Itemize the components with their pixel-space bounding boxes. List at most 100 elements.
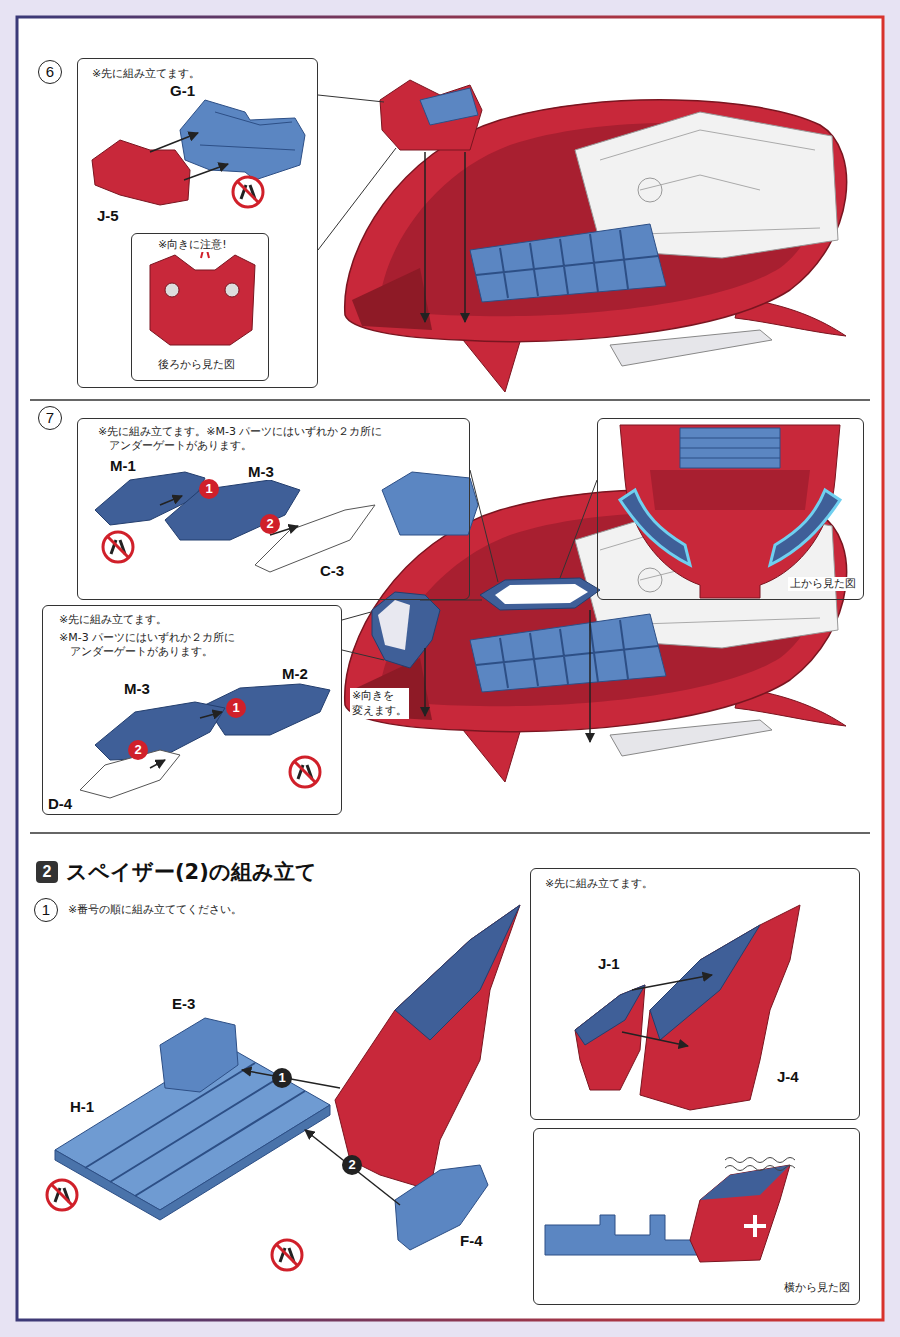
step6-illustration [150, 255, 255, 345]
step7-illustration [378, 600, 410, 650]
step-number: 6 [38, 60, 62, 84]
part-name: F-4 [458, 1232, 485, 1249]
step7-illustration [382, 472, 478, 535]
page-frame [17, 17, 883, 1320]
callout-box: 上から見た図 [597, 418, 864, 600]
section-divider [30, 400, 870, 833]
step7-illustration [103, 532, 133, 562]
step7-illustration [290, 757, 320, 787]
callout-box: 横から見た図 [533, 1128, 860, 1305]
step7-illustration [80, 425, 847, 798]
step6-illustration [318, 95, 396, 250]
order-number: 1 [226, 698, 246, 718]
callout-box: ※向きに注意! 後ろから見た図 [131, 233, 269, 381]
step7-illustration [495, 584, 588, 604]
step7-illustration [470, 470, 498, 582]
callout-box: ※先に組み立てます。※M-3 パーツにはいずれか２カ所に アンダーゲートがありま… [77, 418, 470, 600]
part-name: M-3 [122, 680, 152, 697]
note-text: ※先に組み立てます。※M-3 パーツにはいずれか２カ所に アンダーゲートがありま… [96, 425, 441, 454]
section-divider [30, 399, 870, 401]
step6-illustration [420, 88, 478, 125]
step7-illustration [160, 496, 298, 535]
step7-illustration [680, 438, 780, 458]
step6-illustration [318, 148, 396, 250]
section-heading: スペイザー(2)の組み立て [66, 858, 317, 886]
note-text: ※先に組み立てます。 [90, 67, 202, 81]
step7-illustration [150, 712, 222, 768]
step7-illustration [165, 480, 300, 540]
note-text: ※向きに注意! [156, 238, 229, 252]
spazer-illustration [640, 905, 800, 1110]
spazer-illustration [160, 1018, 238, 1092]
note-text: ※向きを 変えます。 [350, 688, 409, 719]
step7-illustration [160, 496, 182, 505]
note-text: ※番号の順に組み立ててください。 [66, 902, 244, 917]
spazer-illustration [632, 975, 712, 990]
step7-illustration [255, 505, 375, 572]
step-number: 1 [34, 898, 58, 922]
step6-illustration [318, 95, 384, 102]
spazer-illustration [395, 1165, 488, 1250]
step6-illustration [184, 164, 228, 180]
step7-illustration [150, 760, 165, 768]
step-number: 7 [38, 406, 62, 430]
step6-illustration [180, 100, 305, 180]
order-number: 1 [272, 1068, 292, 1088]
order-number: 2 [342, 1155, 362, 1175]
order-number: 1 [199, 479, 219, 499]
step6-illustration [425, 152, 465, 322]
order-number: 2 [260, 514, 280, 534]
step6-illustration [233, 177, 263, 207]
part-name: G-1 [168, 82, 197, 99]
note-text: ※M-3 パーツにはいずれか２カ所に アンダーゲートがあります。 [57, 631, 334, 660]
step6-illustration [92, 140, 190, 205]
note-text: 上から見た図 [788, 577, 858, 591]
spazer-illustration [744, 1215, 766, 1237]
spazer-illustration [622, 975, 712, 1046]
part-name: J-1 [596, 955, 622, 972]
step6-illustration [424, 152, 426, 322]
spazer-illustration [335, 905, 520, 1190]
step7-illustration [770, 490, 840, 565]
step6-illustration [165, 283, 179, 297]
step6-illustration [225, 283, 239, 297]
step7-illustration [650, 470, 810, 510]
step7-illustration [372, 592, 440, 668]
spazer-illustration [622, 1032, 688, 1046]
step6-illustration [92, 80, 847, 392]
part-name: M-3 [246, 463, 276, 480]
step7-illustration [480, 578, 600, 610]
step6-illustration [380, 80, 482, 150]
spazer-illustration [725, 1158, 795, 1171]
step6-illustration [464, 152, 466, 322]
part-name: C-3 [318, 562, 346, 579]
spazer-illustration [305, 1130, 400, 1205]
step7-illustration [680, 428, 780, 468]
section-number: 2 [36, 861, 58, 883]
spazer-illustration [690, 1165, 790, 1262]
step7-illustration [342, 612, 371, 620]
step7-illustration [560, 480, 597, 578]
section-divider [30, 832, 870, 834]
part-name: E-3 [170, 995, 197, 1012]
part-name: D-4 [46, 795, 74, 812]
callout-box: ※先に組み立てます。 [530, 868, 860, 1120]
callout-box: ※先に組み立てます。※M-3 パーツにはいずれか２カ所に アンダーゲートがありま… [42, 605, 342, 815]
spazer-illustration [242, 1070, 400, 1205]
step7-illustration [620, 425, 840, 598]
step7-illustration [200, 712, 222, 718]
step6-illustration [150, 133, 198, 152]
spazer-illustration [545, 1215, 700, 1255]
step6-illustration [200, 112, 295, 150]
spazer-illustration [55, 1105, 330, 1220]
spazer-illustration [575, 985, 645, 1045]
part-name: M-2 [280, 665, 310, 682]
spazer-illustration [700, 1165, 790, 1200]
note-text: ※先に組み立てます。 [543, 877, 655, 891]
note-text: 後ろから見た図 [156, 358, 237, 372]
spazer-illustration [575, 985, 645, 1090]
step7-illustration [342, 650, 384, 660]
step7-illustration [80, 750, 180, 798]
